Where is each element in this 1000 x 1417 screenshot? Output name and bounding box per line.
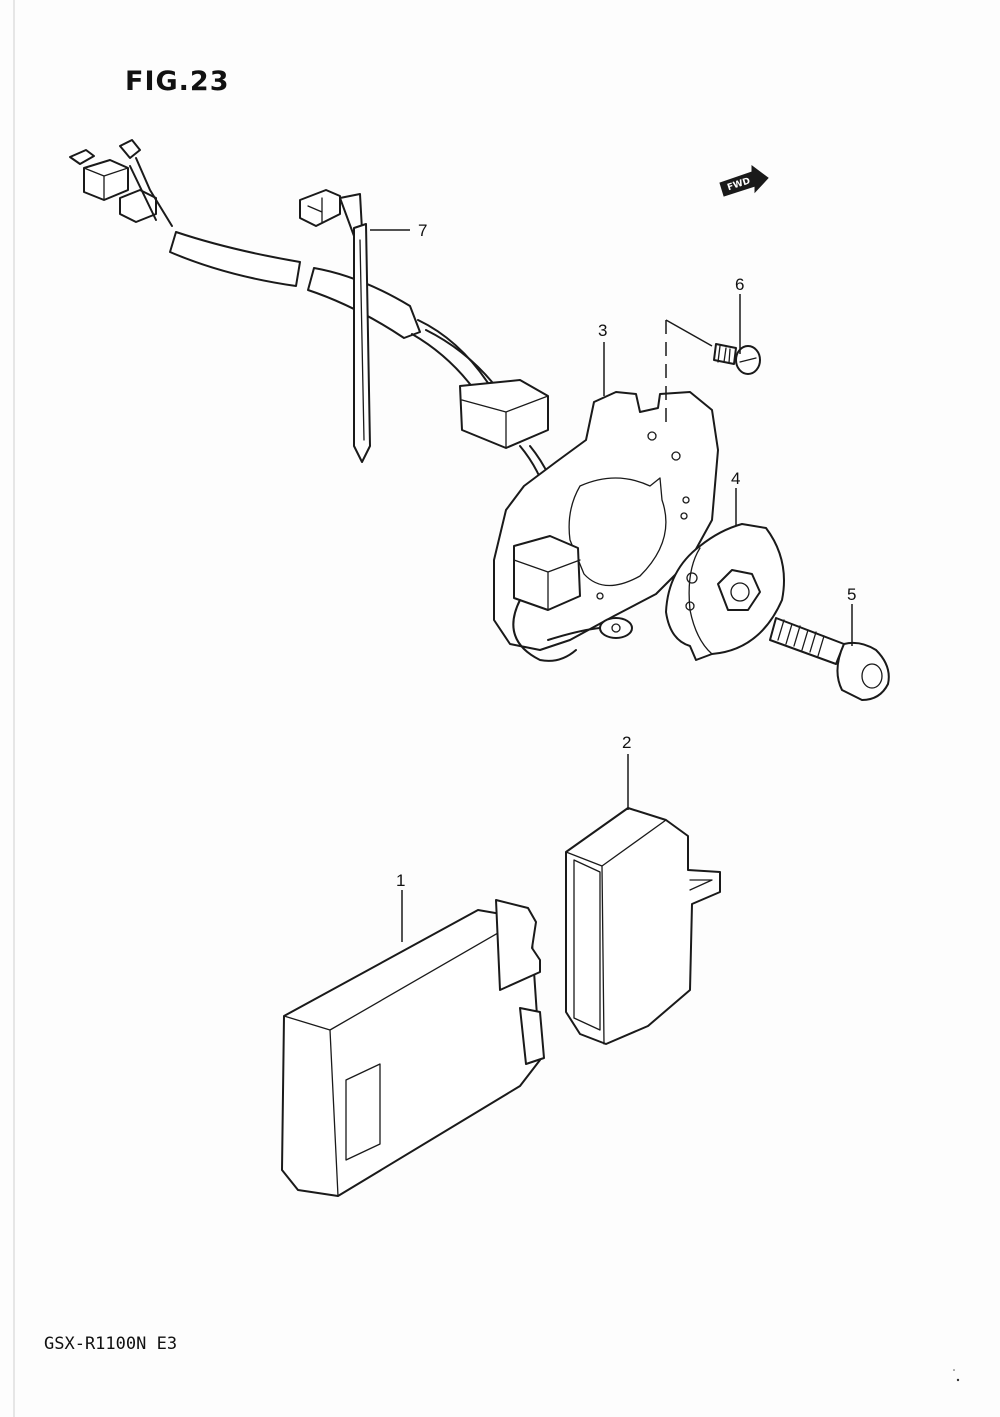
part-2-rubber-cover [565,807,721,1045]
fwd-arrow-icon: FWD [719,165,769,197]
callout-6: 6 [735,275,744,294]
figure-title: FIG.23 [125,66,230,97]
scan-speck [953,1369,955,1371]
leader-lines [370,229,853,942]
part-3-pickup-plate [493,391,719,662]
part-1-cdi-unit [281,899,545,1197]
part-4-signal-rotor [665,523,785,661]
model-label: GSX-R1100N E3 [44,1334,178,1354]
part-6-screw [665,319,761,430]
callout-2: 2 [622,733,631,752]
callout-1: 1 [396,871,405,890]
scan-speck [956,1378,960,1382]
part-5-bolt [769,617,890,701]
part-7-clip [299,189,371,463]
callout-4: 4 [731,469,740,488]
callout-7: 7 [418,221,427,240]
callout-3: 3 [598,321,607,340]
callout-5: 5 [847,585,856,604]
